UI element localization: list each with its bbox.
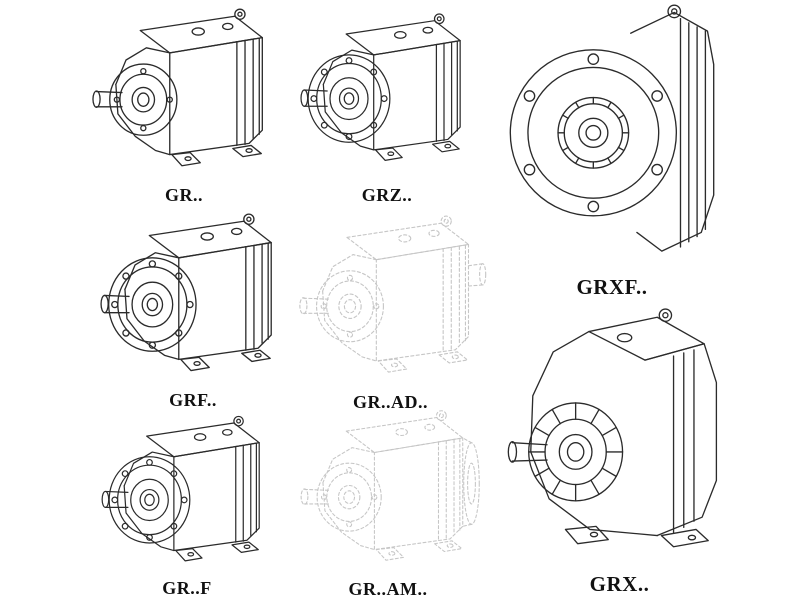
figure-label-gr-am: GR..AM..: [348, 578, 428, 599]
grx-gearbox-drawing: [507, 308, 718, 548]
figure-label-grxf: GRXF..: [576, 275, 648, 299]
gr-gearbox-drawing: [92, 8, 263, 167]
gr-f-gearbox-drawing: [101, 415, 260, 562]
grz-gearbox-drawing: [300, 13, 461, 161]
figure-label-gr: GR..: [165, 185, 203, 206]
grxf-gearbox-drawing: [509, 4, 715, 252]
figure-grf: GRF..: [88, 205, 298, 413]
gr-am-gearbox-phantom-drawing: [300, 410, 480, 561]
figure-grx: GRX..: [492, 292, 747, 597]
figure-label-gr-ad: GR..AD..: [353, 391, 428, 412]
figure-gr-f: GR..F: [82, 408, 292, 600]
figure-label-gr-f: GR..F: [162, 577, 212, 598]
figure-grz: GRZ..: [292, 0, 482, 208]
figure-label-grx: GRX..: [589, 571, 650, 596]
figure-label-grz: GRZ..: [361, 184, 413, 205]
grf-gearbox-drawing: [100, 213, 272, 372]
figure-gr: GR..: [78, 0, 290, 208]
figure-grxf: GRXF..: [492, 0, 732, 300]
gr-ad-gearbox-phantom-drawing: [299, 215, 487, 373]
figure-gr-am: GR..AM..: [288, 402, 488, 602]
figure-label-grf: GRF..: [169, 389, 217, 410]
figure-gr-ad: GR..AD..: [288, 207, 493, 415]
